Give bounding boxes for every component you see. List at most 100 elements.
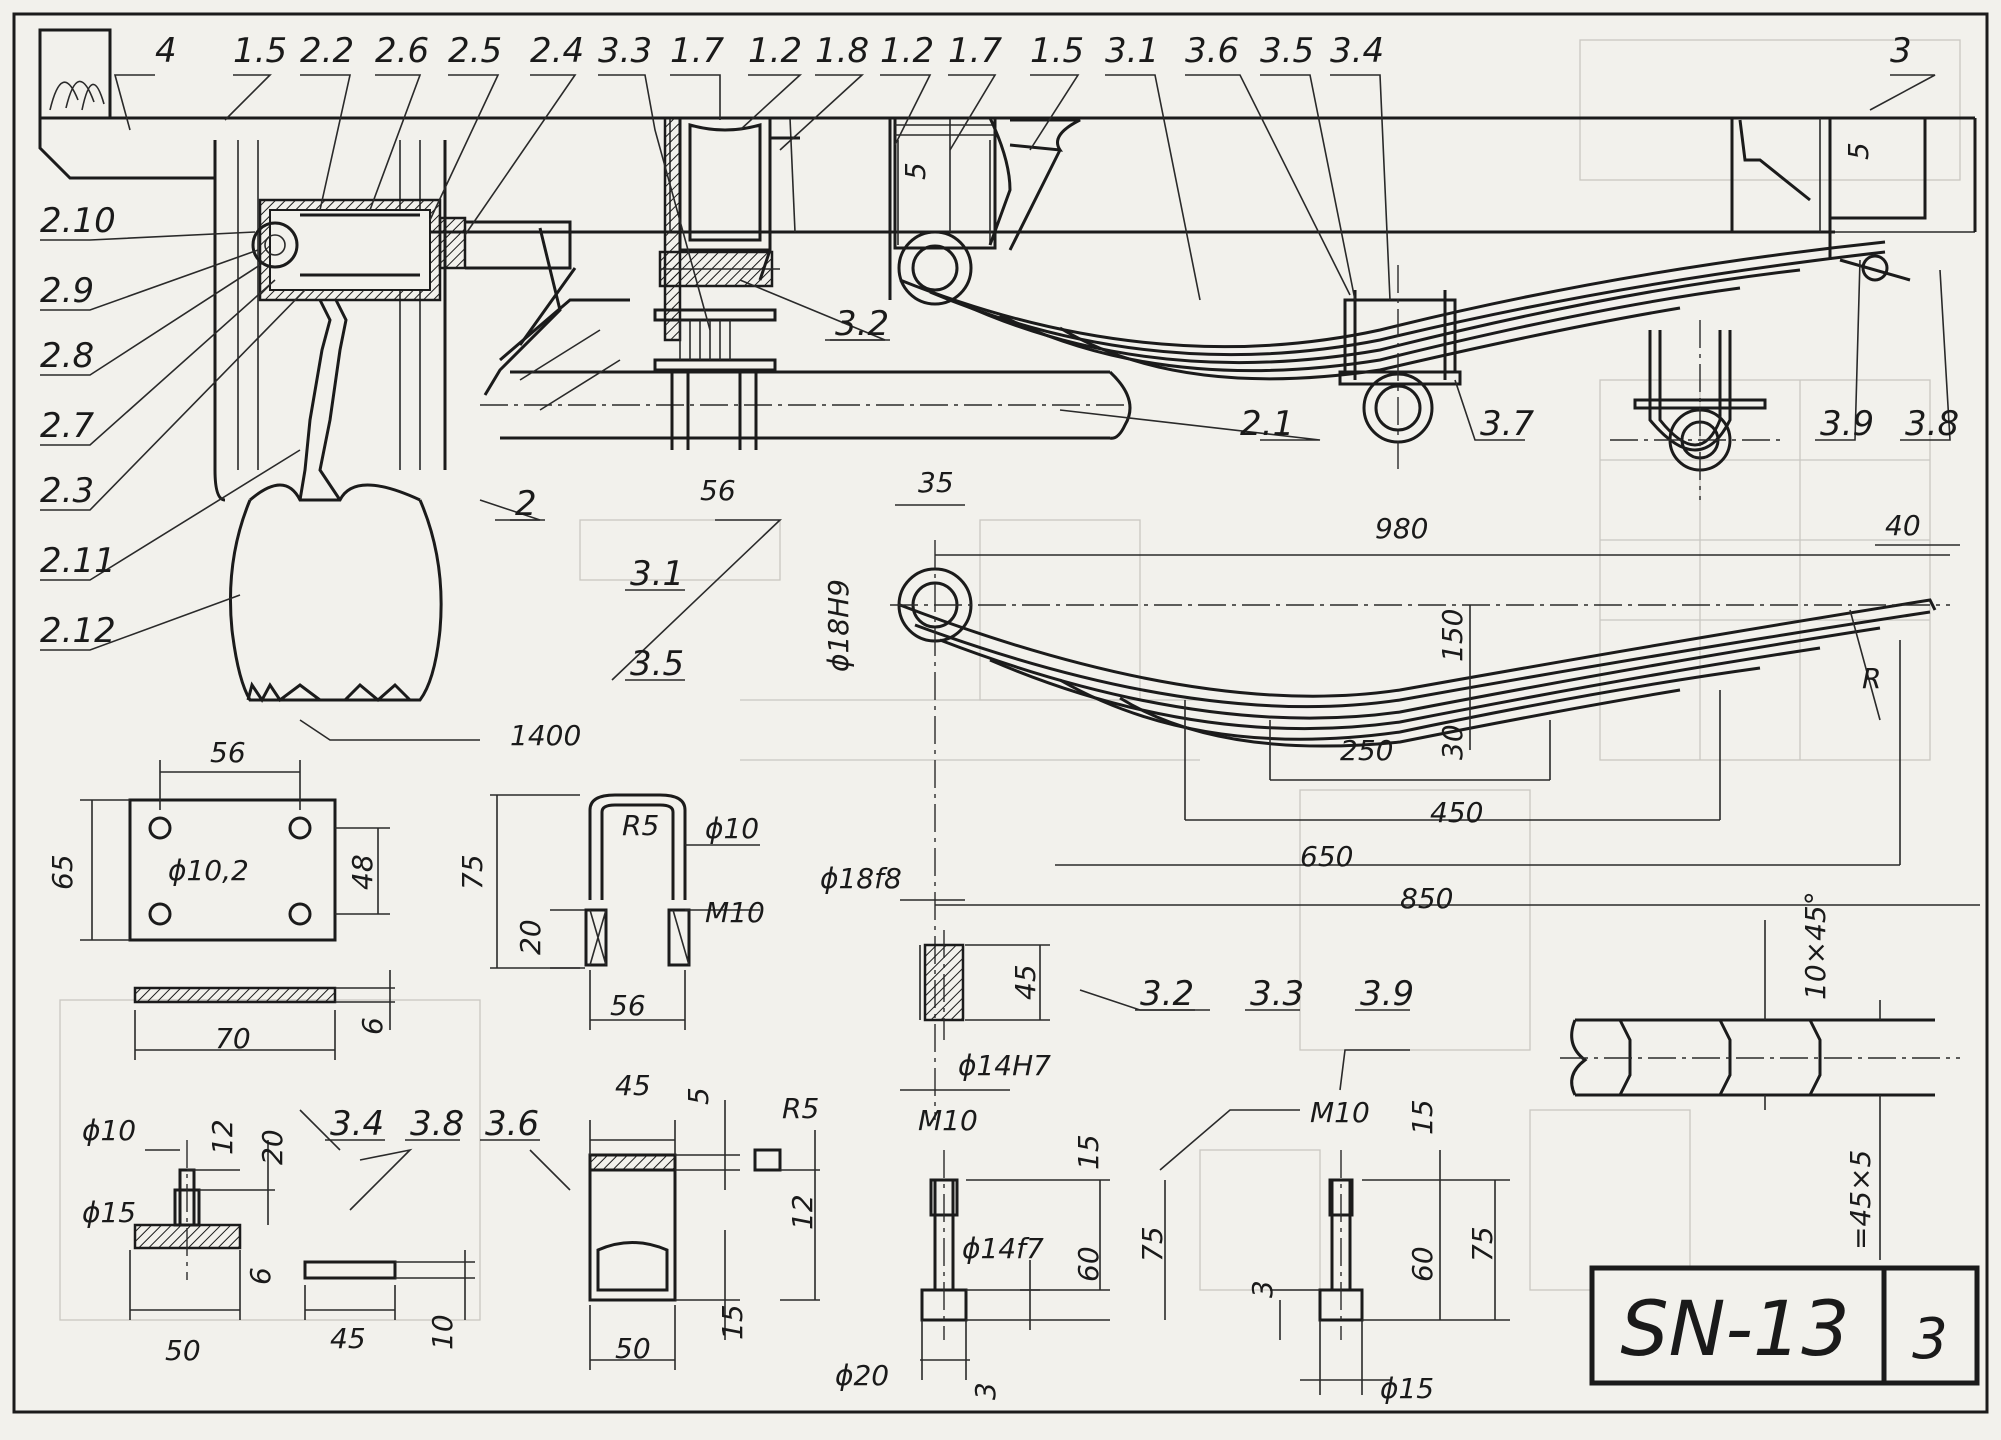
dim-phi15-b: ϕ15 [1380,1372,1434,1405]
dim-30: 30 [1436,724,1469,760]
dim-10x45: 10×45° [1799,891,1832,1000]
dim-980: 980 [1375,512,1428,545]
callout-2: 2 [515,484,537,524]
callout-left-label: 2.10 [40,201,116,241]
callout-top-label: 1.8 [815,31,869,71]
callout-left-label: 2.12 [40,611,116,651]
dim-15-b: 15 [1072,1134,1105,1170]
dim-phi10-2: ϕ10,2 [168,854,249,887]
dim-phi18H9: ϕ18H9 [822,579,855,672]
callout-top-label: 3.6 [1185,31,1239,71]
callout-3-3: 3.3 [1250,974,1304,1014]
dim-50-a: 50 [165,1334,201,1367]
callout-3-7: 3.7 [1480,404,1534,444]
dim-3-b: 3 [1246,1280,1279,1298]
dim-phi15-a: ϕ15 [82,1196,136,1229]
callout-3-6: 3.6 [485,1104,539,1144]
dim-phi18f8: ϕ18f8 [820,862,902,895]
callout-3-5: 3.5 [630,644,684,684]
callout-left-label: 2.9 [40,271,94,311]
dim-48: 48 [346,854,379,890]
callout-2-1: 2.1 [1240,404,1294,444]
dim-1400: 1400 [510,719,581,752]
spring-leaf-section [1560,920,1960,1260]
dim-M10-a: M10 [705,896,765,929]
dim-850: 850 [1400,882,1453,915]
callout-top-label: 1.5 [233,31,287,71]
dim-3-a: 3 [969,1382,1002,1400]
plate-part [80,719,480,1060]
dim-R5-b: R5 [782,1092,819,1125]
callout-left-label: 2.7 [40,406,94,446]
leaf-spring-detail [890,504,1980,1120]
dim-5-b: 5 [1842,142,1875,160]
callout-top-label: 1.7 [948,31,1002,71]
dim-5-c: 5 [682,1087,715,1105]
callout-3-9: 3.9 [1820,404,1874,444]
ghost-background-drawing [59,39,1961,1321]
dim-75-b: 75 [1136,1226,1169,1262]
dim-35: 35 [918,466,954,499]
dim-40: 40 [1885,509,1921,542]
callout-top-label: 1.2 [880,31,934,71]
dim-12-b: 12 [786,1194,819,1230]
callout-top-label: 2.4 [530,31,584,71]
dim-phi10-b: ϕ10 [82,1114,136,1147]
callout-3-1: 3.1 [630,554,684,594]
callout-3-2: 3.2 [835,304,889,344]
dim-R: R [1862,662,1881,695]
dim-45-b: 45 [330,1322,366,1355]
dim-R5-a: R5 [622,809,659,842]
dim-20-b: 20 [256,1129,289,1165]
bracket-part-3-6 [529,1100,820,1370]
dim-10: 10 [426,1314,459,1350]
callout-top-label: 3.3 [598,31,652,71]
dim-60-a: 60 [1072,1246,1105,1282]
dim-20-a: 20 [514,919,547,955]
dim-phi14f7: ϕ14f7 [962,1232,1044,1265]
callout-top-label: 1.7 [670,31,724,71]
callout-top-label: 2.6 [375,31,429,71]
callout-3-9-lower: 3.9 [1360,974,1414,1014]
dim-250: 250 [1340,734,1393,767]
dim-phi20: ϕ20 [835,1359,889,1392]
callout-top-label: 1.5 [1030,31,1084,71]
dim-45-c: 45 [615,1069,651,1102]
dim-650: 650 [1300,840,1353,873]
pin-part-3-3 [920,1109,1300,1380]
dim-6-b: 6 [244,1267,277,1285]
dim-56-a: 56 [700,474,736,507]
callout-3-2-lower: 3.2 [1140,974,1194,1014]
dim-56-c: 56 [610,989,646,1022]
dim-15-a: 15 [716,1304,749,1340]
callout-left-label: 2.3 [40,471,94,511]
dim-45x5: =45×5 [1844,1150,1877,1250]
dim-phi10: ϕ10 [705,812,759,845]
assembly-view [38,28,1977,703]
dim-70: 70 [215,1022,251,1055]
dim-60-b: 60 [1406,1246,1439,1282]
dim-5-a: 5 [899,162,932,180]
dim-50-b: 50 [615,1332,651,1365]
dimensions: 5 5 56 35 980 40 ϕ18H9 150 30 250 450 65… [46,142,1921,1405]
dim-150: 150 [1436,609,1469,662]
callouts-misc: 2 3.2 2.1 3.7 3.9 3.8 3.1 3.5 3.4 3.8 3.… [325,304,1959,1144]
callout-top-label: 3.4 [1330,31,1384,71]
callout-left-label: 2.8 [40,336,94,376]
callout-top-label: 3 [1890,31,1912,71]
callout-top-label: 2.5 [448,31,502,71]
callout-top-label: 4 [155,31,177,71]
dim-65: 65 [46,854,79,890]
callout-3-4: 3.4 [330,1104,384,1144]
dim-M10-c: M10 [1310,1096,1370,1129]
dim-45-a: 45 [1009,964,1042,1000]
sheet-number-label: 3 [1912,1307,1948,1372]
dim-6-a: 6 [356,1017,389,1035]
callout-3-8: 3.8 [1905,404,1959,444]
dim-450: 450 [1430,796,1483,829]
sheet-border [12,12,1989,1414]
strip-part-3-8 [303,1148,475,1320]
dim-phi14H7: ϕ14H7 [958,1049,1051,1082]
title-block: SN-13 3 [1589,1265,1980,1386]
